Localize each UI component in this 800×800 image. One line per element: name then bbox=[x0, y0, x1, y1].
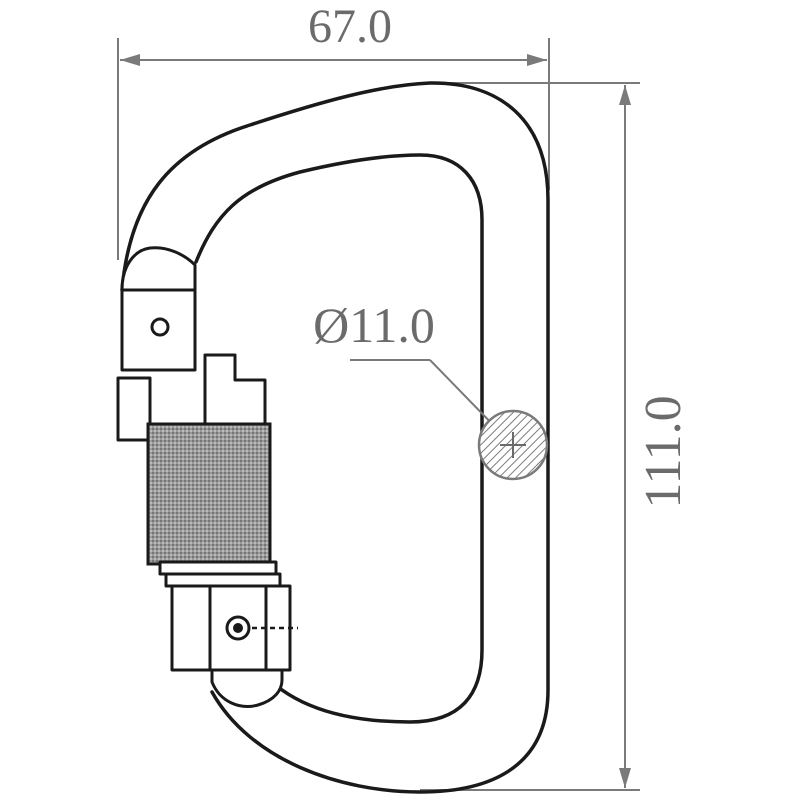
gate-top-rivet bbox=[150, 317, 170, 337]
body-inner-outline bbox=[194, 153, 484, 724]
width-label: 67.0 bbox=[308, 0, 392, 53]
gate-nose-top bbox=[120, 246, 197, 292]
gate-knurled-sleeve bbox=[146, 422, 272, 566]
height-arrow-bottom bbox=[619, 768, 631, 788]
width-arrow-right bbox=[527, 54, 547, 66]
width-dimension: 67.0 bbox=[117, 0, 550, 260]
width-arrow-left bbox=[120, 54, 140, 66]
height-dimension: 111.0 bbox=[420, 82, 692, 791]
gate-lower-ring-1 bbox=[158, 560, 278, 576]
gate-lower-ring-2 bbox=[164, 572, 282, 588]
gate-bottom-rivet-center bbox=[233, 623, 243, 633]
diameter-label: Ø11.0 bbox=[313, 297, 435, 353]
gate-nose-bottom bbox=[210, 666, 284, 708]
body-outer-outline bbox=[120, 81, 550, 794]
cross-section-callout: Ø11.0 bbox=[313, 297, 549, 481]
height-arrow-top bbox=[619, 85, 631, 105]
height-label: 111.0 bbox=[635, 395, 692, 508]
carabiner-body bbox=[120, 81, 550, 794]
screw-gate bbox=[116, 288, 298, 672]
